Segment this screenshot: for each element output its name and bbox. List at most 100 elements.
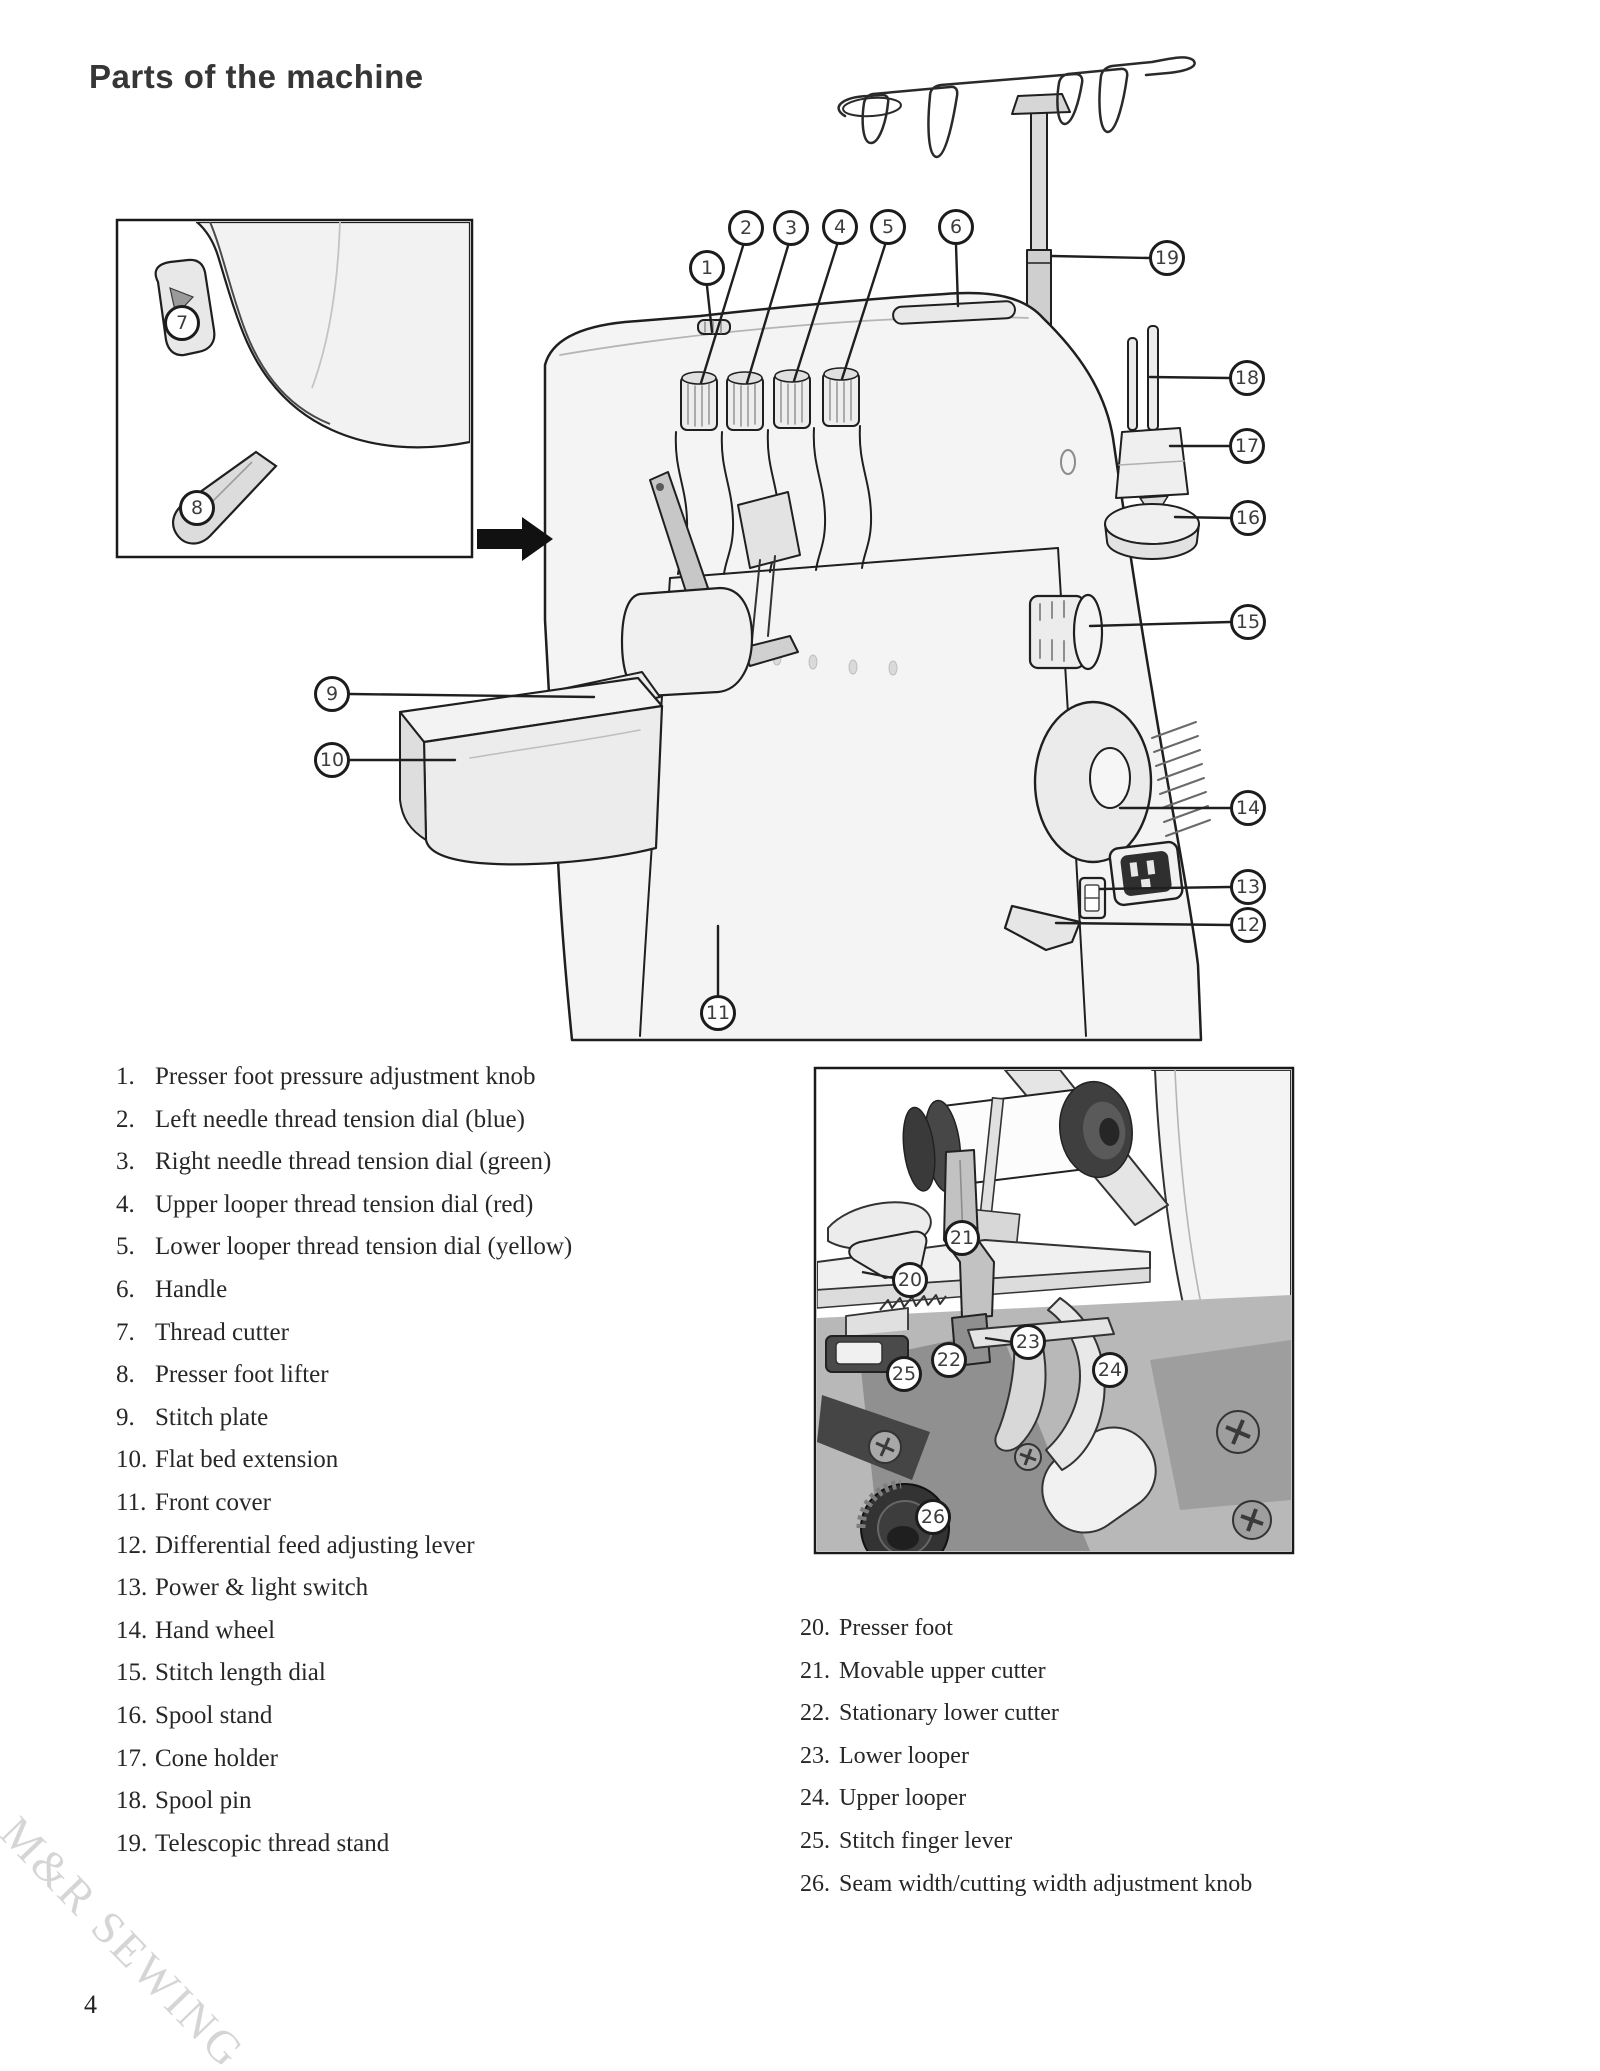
part-number: 19. [116,1829,148,1857]
part-number: 10. [116,1446,148,1474]
part-item: 20.Presser foot [800,1607,1280,1650]
part-number: 11. [116,1488,147,1516]
callout-20: 20 [892,1262,928,1298]
callout-22: 22 [931,1342,967,1378]
part-item: 21.Movable upper cutter [800,1650,1280,1693]
hand-wheel-shape [1033,700,1153,864]
part-item: 17.Cone holder [116,1738,656,1781]
part-item: 3.Right needle thread tension dial (gree… [116,1141,656,1184]
part-label: Cone holder [155,1744,278,1772]
part-item: 4.Upper looper thread tension dial (red) [116,1184,656,1227]
page-number: 4 [84,1990,97,2019]
callout-26: 26 [915,1499,951,1535]
stitch-length-dial-shape [1028,593,1104,671]
part-label: Seam width/cutting width adjustment knob [839,1870,1253,1897]
callout-6: 6 [938,209,974,245]
parts-list-left: 1. Presser foot pressure adjustment knob 2… [116,1056,656,1865]
part-label: Power & light switch [155,1574,369,1602]
callout-3: 3 [773,210,809,246]
screw-icons [868,1410,1272,1540]
part-number: 26. [800,1870,830,1897]
part-item: 15.Stitch length dial [116,1652,656,1695]
part-item: 9.Stitch plate [116,1397,656,1440]
callout-25: 25 [886,1356,922,1392]
part-label: Stationary lower cutter [839,1700,1059,1727]
callout-18: 18 [1229,360,1265,396]
callout-14: 14 [1230,790,1266,826]
callout-8: 8 [179,490,215,526]
part-number: 2. [116,1105,135,1133]
part-item: 23. Lower looper [800,1735,1280,1778]
part-label: Spool pin [155,1787,252,1815]
part-item: 1. Presser foot pressure adjustment knob [116,1056,656,1099]
part-number: 16. [116,1701,148,1729]
part-label: Presser foot pressure adjustment knob [155,1063,536,1090]
part-label: Stitch finger lever [839,1827,1013,1854]
differential-lever-shape [1003,904,1082,952]
part-number: 20. [800,1615,830,1641]
callout-15: 15 [1230,604,1266,640]
main-diagram [348,56,1232,1042]
part-item: 19.Telescopic thread stand [116,1823,656,1866]
part-item: 26. Seam width/cutting width adjustment k… [800,1863,1280,1906]
part-item: 5.Lower looper thread tension dial (yell… [116,1226,656,1269]
callout-12: 12 [1230,907,1266,943]
callout-9: 9 [314,676,350,712]
power-socket-shape [1108,840,1184,907]
part-item: 6.Handle [116,1269,656,1312]
part-item: 12.Differential feed adjusting lever [116,1525,656,1568]
callout-7: 7 [164,305,200,341]
body-oval-detail [1060,449,1076,475]
part-item: 14.Hand wheel [116,1610,656,1653]
part-item: 7.Thread cutter [116,1312,656,1355]
part-number: 14. [116,1616,148,1644]
part-number: 18. [116,1787,148,1815]
vent-slots-shape [1151,721,1211,837]
pressure-knob-shape [697,319,731,335]
callout-24: 24 [1092,1352,1128,1388]
part-item: 24.Upper looper [800,1777,1280,1820]
part-number: 23. [800,1742,830,1769]
part-item: 22.Stationary lower cutter [800,1692,1280,1735]
part-number: 17. [116,1744,148,1772]
callout-17: 17 [1229,428,1265,464]
callout-23: 23 [1010,1324,1046,1360]
part-number: 9. [116,1403,135,1431]
part-item: 8. Presser foot lifter [116,1354,656,1397]
part-label: Lower looper [839,1742,969,1769]
part-number: 8. [116,1361,135,1389]
telescopic-thread-stand-shape [837,56,1196,361]
part-item: 13.Power & light switch [116,1567,656,1610]
callout-16: 16 [1230,500,1266,536]
part-label: Left needle thread tension dial (blue) [155,1105,525,1133]
part-label: Movable upper cutter [839,1657,1046,1684]
part-number: 1. [116,1063,135,1090]
detail-diagram [813,1066,1295,1555]
callout-19: 19 [1149,240,1185,276]
spool-stand-shape [1104,325,1200,560]
part-label: Upper looper thread tension dial (red) [155,1190,534,1218]
part-item: 16.Spool stand [116,1695,656,1738]
part-number: 6. [116,1275,135,1303]
part-label: Hand wheel [155,1616,276,1644]
tension-dials-shape [674,367,873,575]
part-label: Presser foot lifter [155,1361,329,1389]
part-item: 10.Flat bed extension [116,1439,656,1482]
callout-13: 13 [1230,869,1266,905]
callout-11: 11 [700,995,736,1031]
part-item: 2. Left needle thread tension dial (blue) [116,1099,656,1142]
page-title: Parts of the machine [89,58,424,95]
part-item: 11. Front cover [116,1482,656,1525]
part-number: 15. [116,1659,148,1687]
part-number: 3. [116,1148,135,1176]
callout-10: 10 [314,742,350,778]
part-label: Telescopic thread stand [155,1829,390,1857]
handle-shape [892,300,1016,325]
part-number: 12. [116,1531,148,1559]
callout-1: 1 [689,250,725,286]
callout-5: 5 [870,209,906,245]
part-label: Front cover [155,1488,271,1516]
part-item: 18.Spool pin [116,1780,656,1823]
part-label: Thread cutter [155,1318,289,1346]
